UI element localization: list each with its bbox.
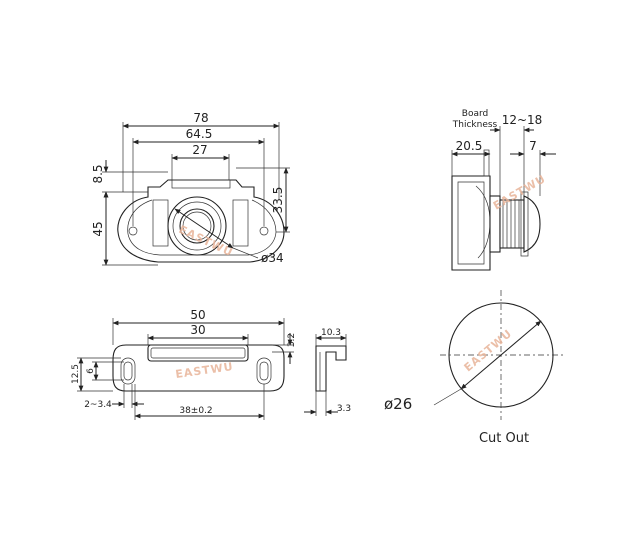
dim-slot-width: 2~3.4 — [84, 400, 112, 410]
side-body-inner — [457, 181, 485, 265]
strike-plate-view: 50 30 12.5 6 2~3.4 38±0.2 3.2 — [71, 308, 297, 420]
dim-645: 64.5 — [186, 127, 213, 141]
cutout-leader — [433, 388, 462, 406]
strike-hole-left — [120, 357, 136, 385]
side-stem — [483, 149, 490, 177]
cutout-diameter-line — [460, 320, 542, 390]
dim-125: 12.5 — [71, 364, 81, 384]
cutout-caption: Cut Out — [479, 431, 529, 446]
thread-lines — [502, 200, 520, 248]
dim-45: 45 — [91, 221, 105, 236]
side-knob-rim — [520, 191, 529, 257]
dim-7: 7 — [529, 139, 537, 153]
strike-slot — [147, 344, 249, 362]
dim-103: 10.3 — [321, 328, 341, 338]
dim-85: 8.5 — [91, 164, 105, 183]
strike-hole-left-inner — [123, 361, 133, 381]
cutout-view: ø26 Cut Out — [384, 290, 565, 446]
dim-205: 20.5 — [456, 139, 483, 153]
dim-27: 27 — [192, 143, 207, 157]
lock-body-inner — [127, 199, 277, 256]
dim-33: 3.3 — [337, 404, 351, 414]
dim-30: 30 — [190, 323, 205, 337]
dim-diameter-34: ø34 — [261, 251, 284, 265]
diameter-leader — [232, 247, 259, 259]
dim-335: 33.5 — [271, 187, 285, 214]
mounting-hole-left — [128, 226, 138, 236]
strike-side-profile — [315, 345, 347, 392]
strike-hole-right-inner — [259, 361, 269, 381]
dim-6: 6 — [86, 368, 96, 374]
board-label-2: Thickness — [452, 120, 498, 130]
side-knob — [523, 195, 541, 253]
dim-32: 3.2 — [287, 333, 297, 347]
mounting-hole-right — [259, 226, 269, 236]
diameter-line — [174, 208, 234, 249]
strike-slot-inner — [150, 347, 246, 359]
strike-side-view: 10.3 3.3 — [304, 328, 351, 416]
side-thread — [499, 199, 525, 249]
dim-78: 78 — [193, 111, 208, 125]
board-label-1: Board — [462, 109, 488, 119]
side-view: 20.5 12~18 Board Thickness 7 — [451, 109, 556, 271]
cutout-dim: ø26 — [384, 395, 412, 413]
front-view: 78 64.5 27 8.5 45 33.5 ø34 — [91, 111, 290, 266]
latch-top — [171, 179, 231, 189]
side-body — [451, 175, 491, 271]
dim-38: 38±0.2 — [179, 406, 212, 416]
board-range: 12~18 — [502, 113, 543, 127]
dim-50: 50 — [190, 308, 205, 322]
